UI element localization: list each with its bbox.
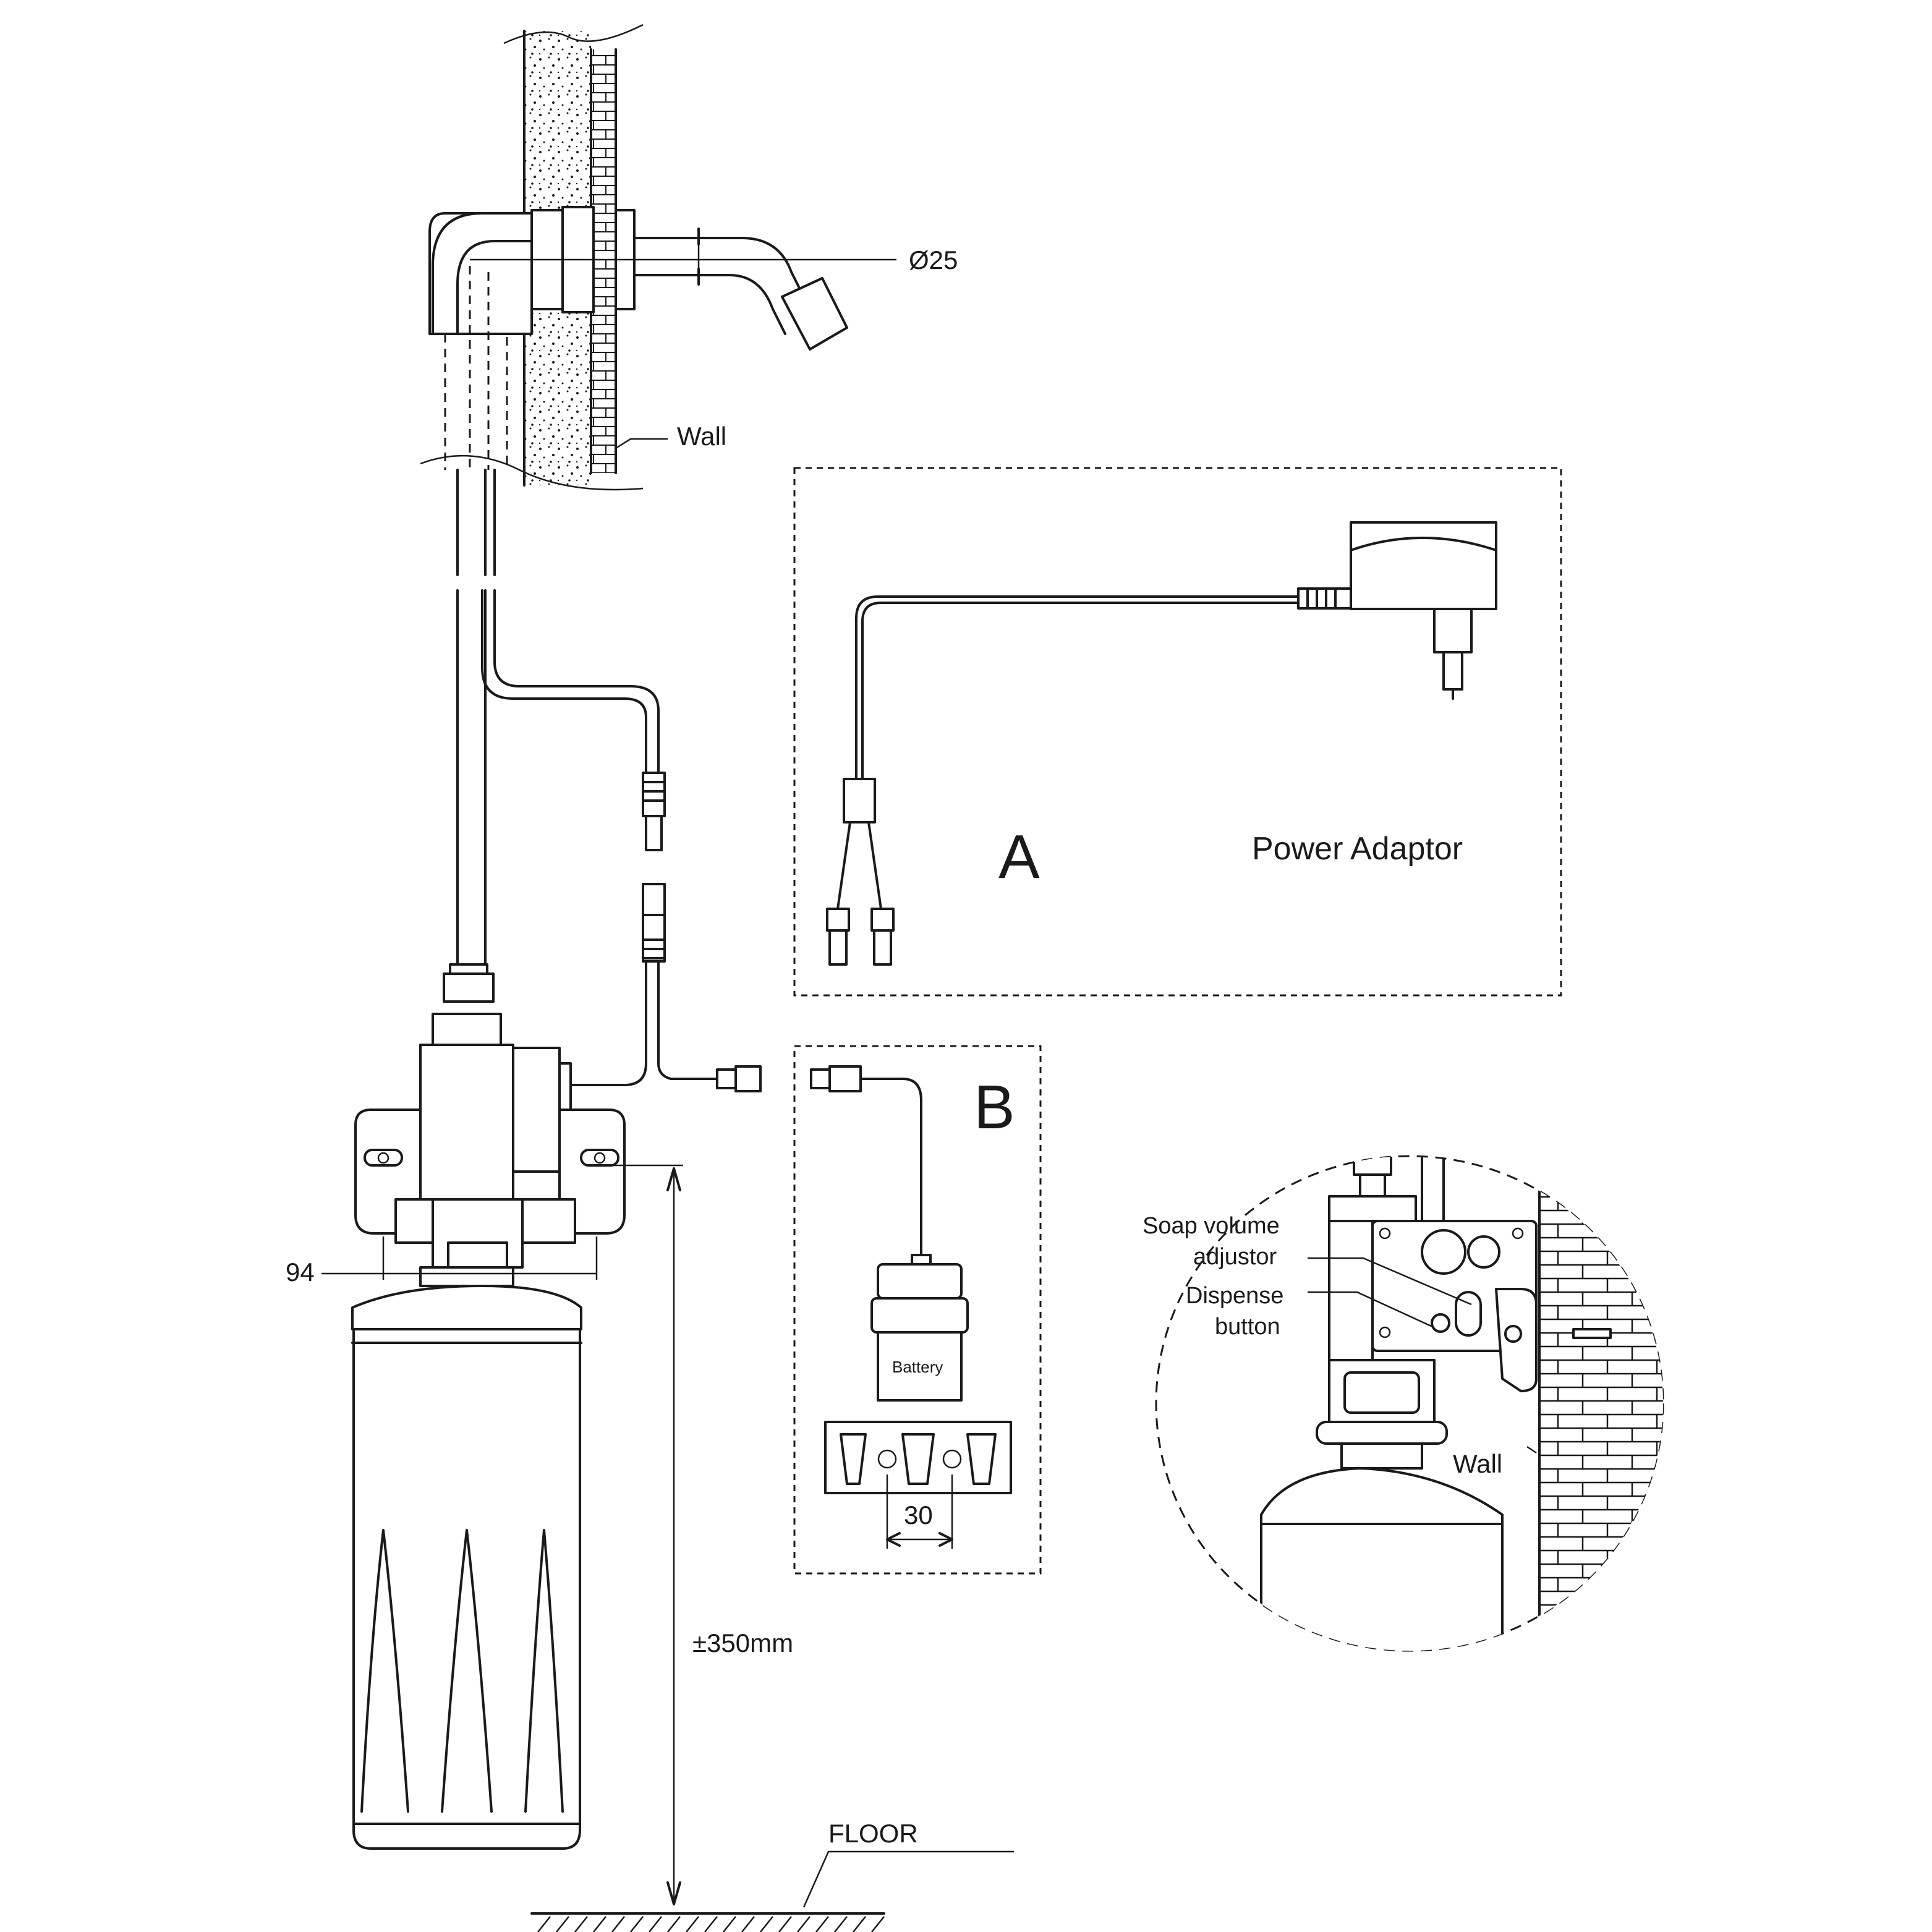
dispense-button-label-line2: button: [1215, 1314, 1280, 1340]
power-adaptor-label: Power Adaptor: [1252, 831, 1463, 867]
soap-volume-label-line2: adjustor: [1193, 1244, 1277, 1270]
soap-volume-label-line1: Soap volume: [1143, 1213, 1280, 1239]
detail-wall-label: Wall: [1453, 1449, 1502, 1478]
panel-b-letter: B: [974, 1073, 1015, 1142]
floor-label: FLOOR: [828, 1819, 918, 1848]
power-adaptor-panel: [793, 467, 1562, 997]
floor: [530, 1850, 1014, 1932]
height-dimension: ±350mm: [692, 1628, 793, 1658]
dispenser-unit: [351, 963, 626, 1850]
tubes: [456, 469, 762, 1092]
dispense-button-label-line1: Dispense: [1186, 1283, 1283, 1309]
panel-a-letter: A: [998, 822, 1040, 892]
battery-spacing-dimension: 30: [904, 1500, 933, 1530]
battery-label: Battery: [892, 1358, 943, 1376]
pipe-diameter-label: Ø25: [909, 245, 958, 274]
battery-panel: [793, 1045, 1042, 1575]
spout: Ø25: [428, 206, 958, 470]
wall-label: Wall: [677, 422, 726, 451]
width-dimension: 94: [286, 1258, 315, 1287]
detail-view: [1155, 1155, 1664, 1652]
